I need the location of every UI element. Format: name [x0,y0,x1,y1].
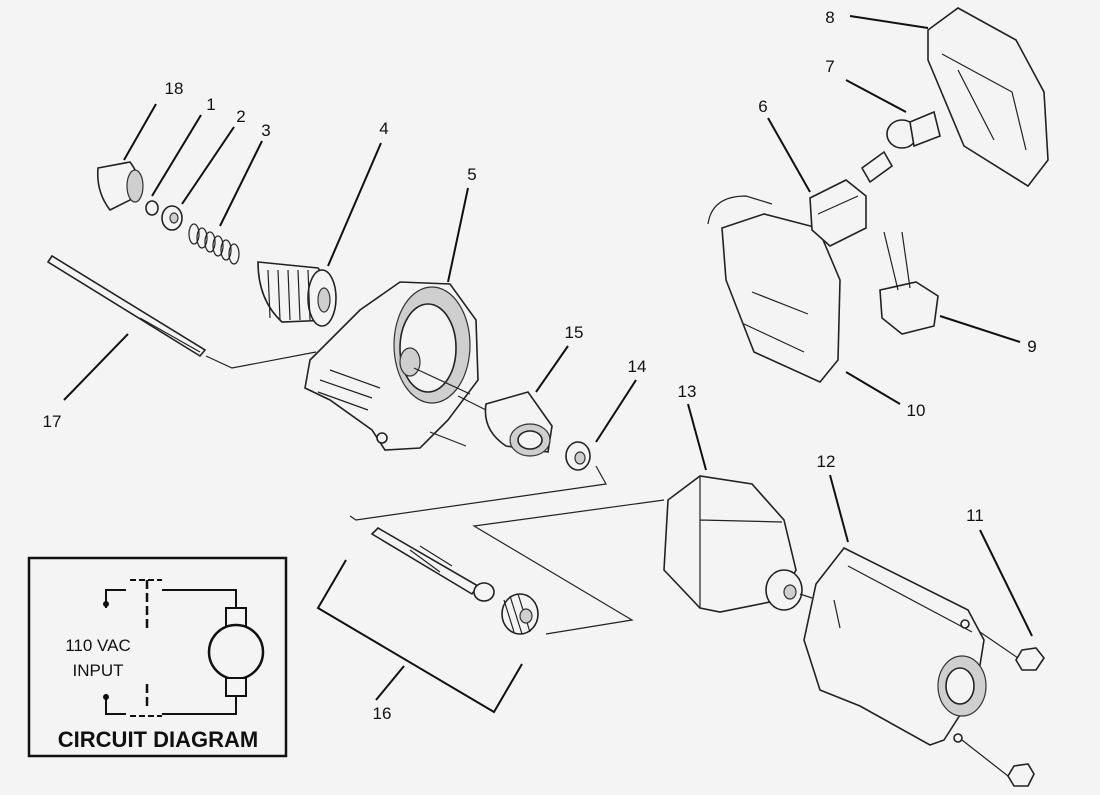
callout-2: 2 [236,107,245,126]
input-voltage-label: 110 VAC [65,636,131,655]
callout-1: 1 [206,95,215,114]
leader-lines [63,15,1033,701]
input-label: INPUT [73,661,124,680]
callout-4: 4 [379,119,388,138]
callout-8: 8 [825,8,834,27]
callout-9: 9 [1027,337,1036,356]
callout-6: 6 [758,97,767,116]
circuit-diagram-panel: 110 VAC INPUT CIRCUIT DIAGRAM [27,556,288,758]
callout-5: 5 [467,165,476,184]
callout-10: 10 [907,401,926,420]
part-5-gear-housing [304,281,479,451]
part-16-shaft-gear [370,526,539,635]
callout-15: 15 [565,323,584,342]
part-3-spring [188,223,240,265]
part-17-rod [46,254,207,358]
callout-7: 7 [825,57,834,76]
callout-11: 11 [966,506,984,525]
part-6-connector [809,179,867,247]
part-13-end-bell [663,475,803,613]
callout-12: 12 [817,452,836,471]
callout-17: 17 [43,412,62,431]
callout-16: 16 [373,704,392,723]
part-1-ring [145,200,159,216]
part-15-sleeve [484,391,553,457]
part-8-cover [927,7,1049,188]
part-18-sleeve [96,161,144,212]
part-7-bulb [860,110,941,184]
circuit-diagram-title: CIRCUIT DIAGRAM [58,727,258,752]
part-10-switch-housing [707,195,841,383]
part-14-bushing [565,441,591,471]
part-2-washer [161,205,183,231]
callout-14: 14 [628,357,647,376]
part-16-bracket [316,559,523,714]
motor-symbol [207,607,265,697]
part-11-nuts [1007,647,1045,787]
callout-3: 3 [261,121,270,140]
part-4-spline-cup [257,261,337,327]
part-12-motor [803,546,987,746]
callout-13: 13 [678,382,697,401]
callout-18: 18 [165,79,184,98]
part-9-switch [879,231,939,335]
assembly-lines [205,351,1019,777]
